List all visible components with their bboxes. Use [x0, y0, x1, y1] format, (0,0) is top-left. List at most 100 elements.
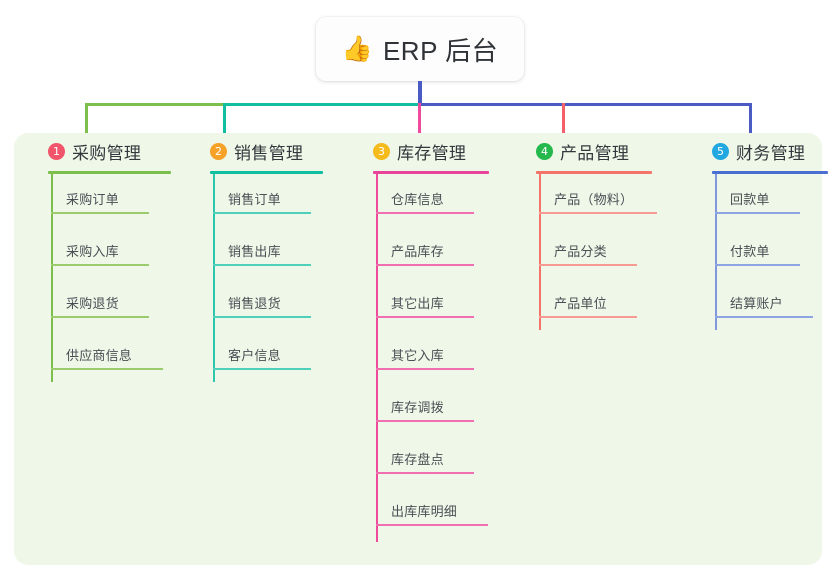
column-sales: 2 销售管理 销售订单 销售出库 销售退货 客户信息 [200, 133, 350, 382]
leaf-underline [539, 264, 637, 266]
drop-line-col-4 [562, 103, 565, 141]
column-title-4: 产品管理 [560, 143, 630, 163]
list-item[interactable]: 供应商信息 [51, 330, 163, 370]
leaf-underline [376, 524, 488, 526]
connector-bar-blue [418, 103, 752, 106]
leaf-underline [51, 316, 149, 318]
leaf-underline [51, 264, 149, 266]
list-item[interactable]: 库存调拨 [376, 382, 474, 422]
list-item[interactable]: 出库库明细 [376, 486, 488, 526]
root-node-card[interactable]: 👍 ERP 后台 [316, 17, 524, 81]
column-header-5[interactable]: 5 财务管理 [702, 133, 839, 169]
column-title-1: 采购管理 [72, 143, 142, 163]
column-spine-1 [51, 174, 53, 382]
column-header-1[interactable]: 1 采购管理 [38, 133, 188, 169]
drop-line-col-2 [223, 103, 226, 141]
leaf-label: 采购订单 [66, 192, 119, 207]
column-badge-3: 3 [373, 142, 390, 160]
column-underline-4 [536, 171, 652, 174]
leaf-underline [715, 212, 800, 214]
list-item[interactable]: 仓库信息 [376, 174, 474, 214]
column-products: 4 产品管理 产品（物料） 产品分类 产品单位 [526, 133, 696, 330]
leaf-label: 产品分类 [554, 244, 607, 259]
list-item[interactable]: 采购退货 [51, 278, 149, 318]
list-item[interactable]: 回款单 [715, 174, 800, 214]
leaf-label: 库存调拨 [391, 400, 444, 415]
column-header-4[interactable]: 4 产品管理 [526, 133, 696, 169]
leaf-underline [51, 212, 149, 214]
leaf-label: 客户信息 [228, 348, 281, 363]
leaf-label: 产品（物料） [554, 192, 634, 207]
leaf-label: 出库库明细 [391, 504, 458, 519]
leaf-underline [715, 264, 800, 266]
column-header-2[interactable]: 2 销售管理 [200, 133, 350, 169]
leaf-underline [376, 420, 474, 422]
root-stem-line [418, 81, 422, 105]
list-item[interactable]: 其它入库 [376, 330, 474, 370]
leaf-underline [213, 316, 311, 318]
list-item[interactable]: 产品分类 [539, 226, 637, 266]
leaf-label: 采购退货 [66, 296, 119, 311]
column-badge-4: 4 [536, 142, 553, 160]
leaf-underline [213, 368, 311, 370]
column-spine-4 [539, 174, 541, 330]
leaf-label: 库存盘点 [391, 452, 444, 467]
leaf-label: 其它入库 [391, 348, 444, 363]
leaf-label: 仓库信息 [391, 192, 444, 207]
list-item[interactable]: 客户信息 [213, 330, 311, 370]
drop-line-col-5 [749, 103, 752, 141]
list-item[interactable]: 库存盘点 [376, 434, 474, 474]
leaf-label: 销售出库 [228, 244, 281, 259]
list-item[interactable]: 销售退货 [213, 278, 311, 318]
list-item[interactable]: 其它出库 [376, 278, 474, 318]
leaf-underline [715, 316, 813, 318]
column-title-3: 库存管理 [397, 143, 467, 163]
column-title-5: 财务管理 [736, 143, 806, 163]
thumbs-up-icon: 👍 [341, 34, 373, 63]
list-item[interactable]: 产品（物料） [539, 174, 657, 214]
column-spine-3 [376, 174, 378, 542]
column-spine-2 [213, 174, 215, 382]
root-title: ERP 后台 [382, 35, 499, 66]
leaf-underline [376, 368, 474, 370]
leaf-label: 付款单 [730, 244, 770, 259]
leaf-underline [213, 212, 311, 214]
column-badge-2: 2 [210, 142, 227, 160]
column-underline-1 [48, 171, 171, 174]
list-item[interactable]: 采购订单 [51, 174, 149, 214]
connector-bar-green [85, 103, 225, 106]
list-item[interactable]: 结算账户 [715, 278, 813, 318]
leaf-underline [376, 264, 474, 266]
column-badge-1: 1 [48, 142, 65, 160]
list-item[interactable]: 销售订单 [213, 174, 311, 214]
list-item[interactable]: 产品单位 [539, 278, 637, 318]
leaf-underline [51, 368, 163, 370]
leaf-label: 结算账户 [730, 296, 783, 311]
column-purchasing: 1 采购管理 采购订单 采购入库 采购退货 供应商信息 [38, 133, 188, 382]
column-title-2: 销售管理 [234, 143, 304, 163]
leaf-label: 采购入库 [66, 244, 119, 259]
list-item[interactable]: 采购入库 [51, 226, 149, 266]
column-badge-5: 5 [712, 142, 729, 160]
leaf-label: 回款单 [730, 192, 770, 207]
leaf-underline [376, 472, 474, 474]
list-item[interactable]: 销售出库 [213, 226, 311, 266]
column-underline-5 [712, 171, 828, 174]
connector-bar-teal [223, 103, 420, 106]
leaf-label: 产品单位 [554, 296, 607, 311]
leaf-label: 销售订单 [228, 192, 281, 207]
column-header-3[interactable]: 3 库存管理 [363, 133, 523, 169]
list-item[interactable]: 付款单 [715, 226, 800, 266]
leaf-underline [376, 212, 474, 214]
drop-line-col-3 [418, 103, 421, 141]
drop-line-col-1 [85, 103, 88, 141]
leaf-underline [213, 264, 311, 266]
list-item[interactable]: 产品库存 [376, 226, 474, 266]
leaf-label: 其它出库 [391, 296, 444, 311]
leaf-underline [539, 212, 657, 214]
column-underline-2 [210, 171, 323, 174]
diagram-panel: 1 采购管理 采购订单 采购入库 采购退货 供应商信息 [14, 133, 828, 565]
column-finance: 5 财务管理 回款单 付款单 结算账户 [702, 133, 839, 330]
leaf-underline [539, 316, 637, 318]
